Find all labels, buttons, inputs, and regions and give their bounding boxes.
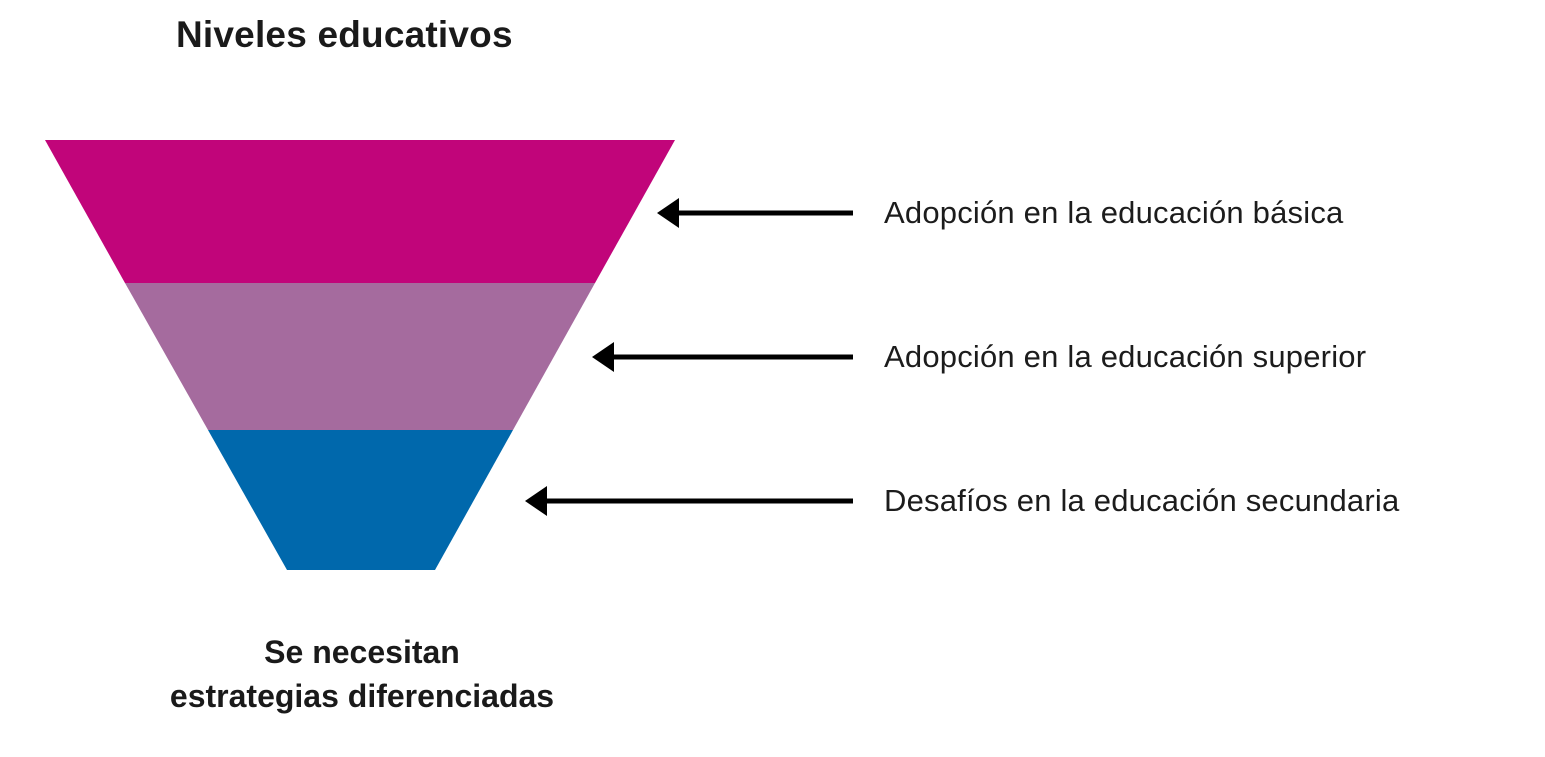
funnel-caption: Se necesitan estrategias diferenciadas: [60, 630, 664, 718]
funnel-segment-secundaria-shape: [208, 430, 513, 570]
funnel-caption-line1: Se necesitan: [264, 634, 460, 670]
diagram-title: Niveles educativos: [176, 14, 513, 55]
label-educacion-basica: Adopción en la educación básica: [884, 195, 1344, 230]
label-educacion-secundaria: Desafíos en la educación secundaria: [884, 483, 1400, 518]
label-educacion-superior: Adopción en la educación superior: [884, 339, 1367, 374]
arrow-secundaria-head-icon: [525, 486, 547, 516]
funnel-caption-line2: estrategias diferenciadas: [169, 678, 555, 714]
funnel-segment-superior-shape: [125, 283, 595, 430]
funnel-segment-basica-shape: [45, 140, 675, 283]
arrow-basica-head-icon: [657, 198, 679, 228]
arrow-superior-head-icon: [592, 342, 614, 372]
